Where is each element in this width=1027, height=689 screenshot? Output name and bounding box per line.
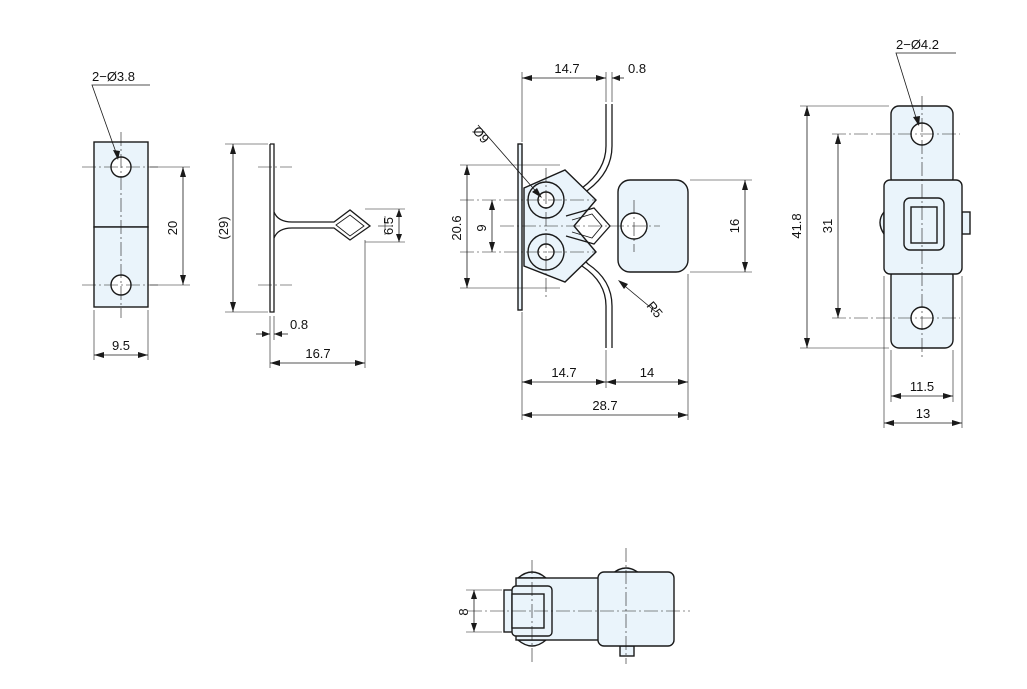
- plate-length-label: 41.8: [789, 213, 804, 238]
- side-catch-view: (29) 6.5 0.8 16.7: [216, 143, 405, 368]
- side-height-label: (29): [216, 216, 231, 239]
- top-left-width-label: 14.7: [554, 61, 579, 76]
- side-diamond-label: 6.5: [381, 217, 396, 235]
- roller-dia-label: Ø9: [470, 123, 493, 146]
- overall-length-label: 28.7: [592, 398, 617, 413]
- bottom-right-label: 14: [640, 365, 654, 380]
- bottom-view-body: [597, 571, 675, 647]
- plate-holes-label: 2−Ø4.2: [896, 37, 939, 52]
- plate-inner-width-label: 11.5: [910, 379, 934, 394]
- body-height-label: 16: [727, 219, 742, 233]
- roller-span-label: 20.6: [449, 215, 464, 240]
- side-thickness-label: 0.8: [290, 317, 308, 332]
- side-depth-label: 16.7: [305, 346, 330, 361]
- top-thickness-label: 0.8: [628, 61, 646, 76]
- bottom-view: 8: [456, 548, 690, 664]
- mounting-plate-view: 2−Ø4.2 41.8 31 11.5 13: [789, 37, 971, 428]
- catch-plate-outline: [269, 143, 275, 313]
- bottom-left-label: 14.7: [551, 365, 576, 380]
- bottom-view-height-label: 8: [456, 608, 471, 615]
- front-pitch-label: 20: [165, 221, 180, 235]
- radius-label: R5: [644, 298, 666, 320]
- plate-pitch-label: 31: [820, 219, 835, 233]
- front-width-label: 9.5: [112, 338, 130, 353]
- front-holes-label: 2−Ø3.8: [92, 69, 135, 84]
- roller-catch-top-view: Ø9 20.6 9 16 R5 14.7 0.8: [449, 61, 752, 420]
- plate-width-label: 13: [916, 406, 930, 421]
- roller-pitch-label: 9: [474, 224, 489, 231]
- front-plate-view: 2−Ø3.8 20 9.5: [82, 69, 190, 360]
